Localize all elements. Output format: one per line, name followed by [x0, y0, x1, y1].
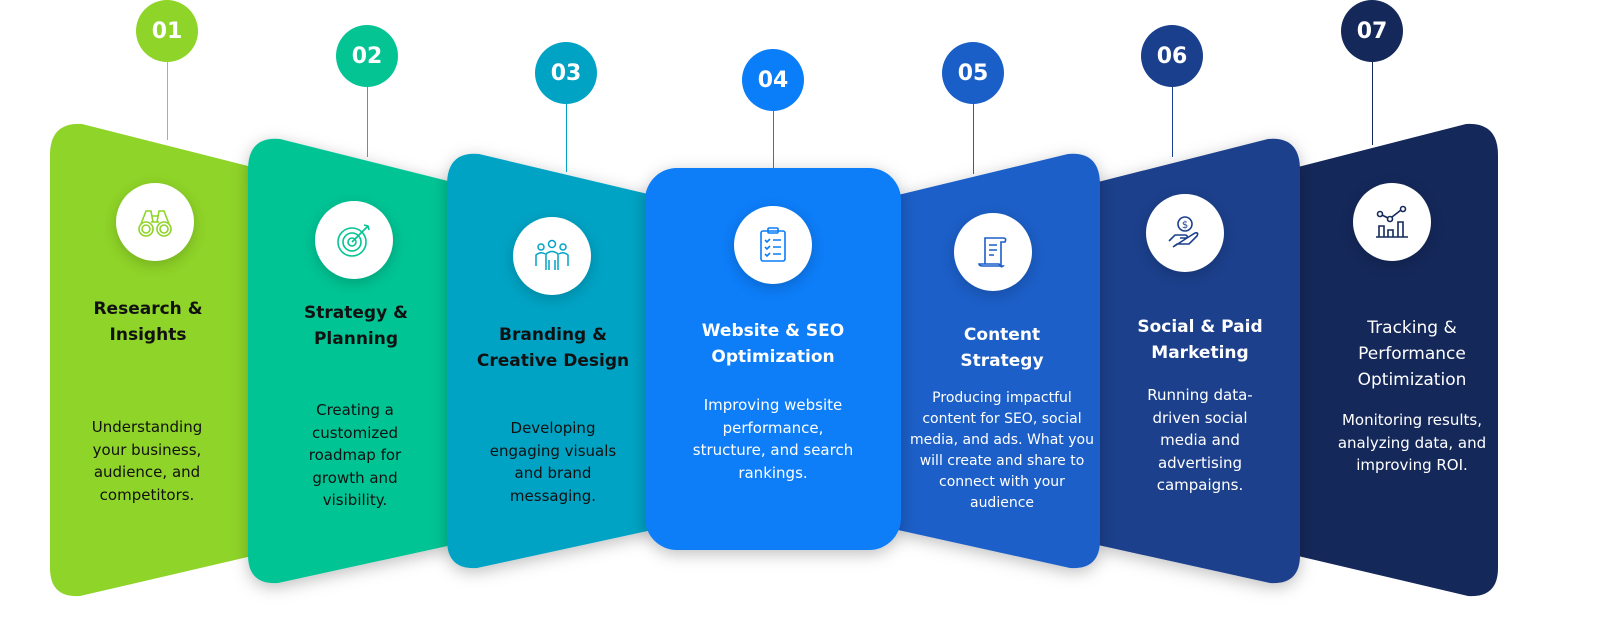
step-description: Monitoring results, analyzing data, and … — [1337, 411, 1487, 474]
step-title: Tracking & Performance Optimization — [1357, 318, 1467, 390]
panel-1 — [50, 123, 252, 597]
connector-line — [973, 102, 974, 174]
panel-3 — [447, 153, 652, 569]
connector-line — [167, 60, 168, 140]
step-number-badge: 01 — [136, 0, 198, 62]
connector-line — [367, 85, 368, 157]
connector-line — [1172, 85, 1173, 157]
step-description: Running data-driven social media and adv… — [1147, 386, 1253, 494]
hand-money-icon: $ — [1146, 194, 1224, 272]
step-description: Developing engaging visuals and brand me… — [489, 419, 617, 505]
target-icon — [315, 201, 393, 279]
step-number-badge: 05 — [942, 42, 1004, 104]
connector-line — [566, 102, 567, 172]
step-title: Content Strategy — [960, 325, 1044, 371]
step-title: Website & SEO Optimization — [701, 321, 845, 367]
step-number-badge: 02 — [336, 25, 398, 87]
step-title: Research & Insights — [93, 299, 203, 345]
panel-2 — [248, 138, 452, 584]
chart-growth-icon — [1353, 183, 1431, 261]
team-icon — [513, 217, 591, 295]
step-title: Social & Paid Marketing — [1137, 317, 1263, 363]
binoculars-icon — [116, 183, 194, 261]
step-title: Branding & Creative Design — [476, 325, 630, 371]
step-number-badge: 06 — [1141, 25, 1203, 87]
scroll-icon — [954, 213, 1032, 291]
step-number-badge: 04 — [742, 49, 804, 111]
step-title: Strategy & Planning — [304, 303, 408, 349]
panel-6 — [1098, 138, 1300, 584]
step-number-badge: 03 — [535, 42, 597, 104]
connector-line — [1372, 60, 1373, 145]
panel-5 — [898, 153, 1100, 569]
panel-4 — [645, 168, 901, 550]
checklist-icon — [734, 206, 812, 284]
connector-line — [773, 110, 774, 168]
step-number-badge: 07 — [1341, 0, 1403, 62]
step-description: Creating a customized roadmap for growth… — [308, 401, 402, 509]
panel-7 — [1298, 123, 1498, 597]
step-description: Improving website performance, structure… — [692, 396, 854, 482]
step-description: Understanding your business, audience, a… — [91, 418, 203, 504]
svg-text:$: $ — [1182, 220, 1188, 231]
step-description: Producing impactful content for SEO, soc… — [910, 390, 1094, 511]
